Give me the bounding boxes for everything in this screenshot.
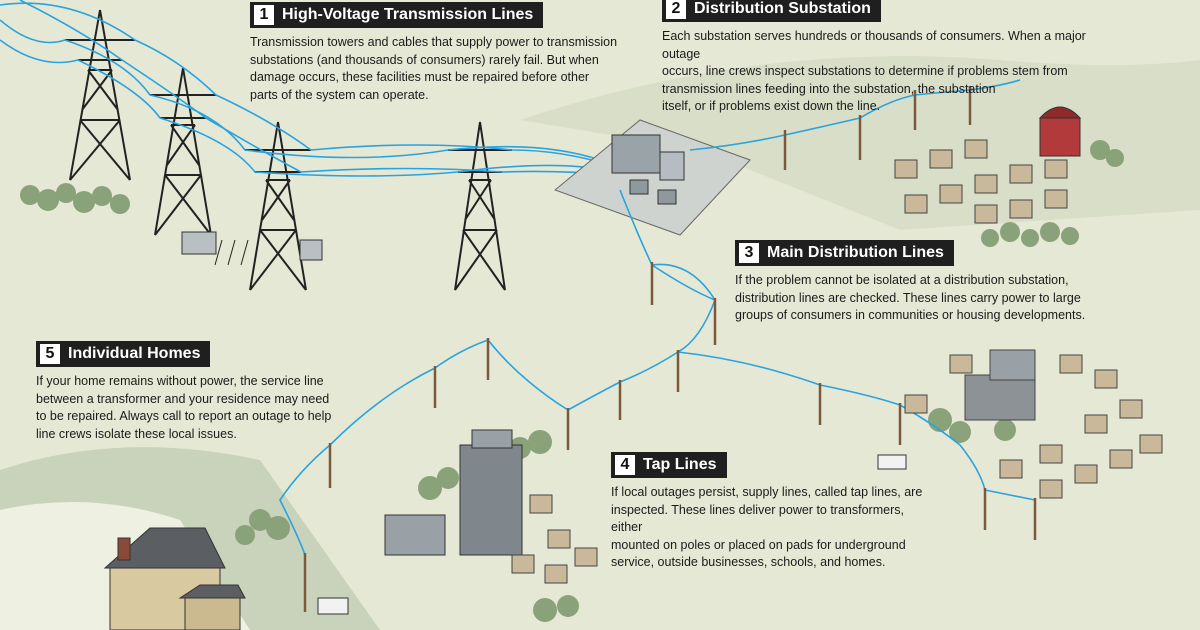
transmission-tower-3 bbox=[245, 121, 311, 291]
callout-title: Tap Lines bbox=[643, 456, 717, 473]
callout-transmission-lines: 1 High-Voltage Transmission Lines Transm… bbox=[250, 2, 620, 104]
callout-line: between a transformer and your residence… bbox=[36, 391, 330, 406]
callout-header: 2 Distribution Substation bbox=[662, 0, 881, 22]
callout-line: inspected. These lines deliver power to … bbox=[611, 502, 904, 535]
callout-body: If local outages persist, supply lines, … bbox=[611, 484, 931, 572]
callout-line: itself, or if problems exist down the li… bbox=[662, 99, 881, 113]
callout-line: distribution lines are checked. These li… bbox=[735, 290, 1081, 305]
callout-title: High-Voltage Transmission Lines bbox=[282, 6, 534, 23]
callout-tap-lines: 4 Tap Lines If local outages persist, su… bbox=[611, 452, 931, 572]
warehouse bbox=[384, 514, 446, 556]
transmission-wires bbox=[0, 0, 613, 177]
callout-header: 4 Tap Lines bbox=[611, 452, 727, 478]
town-buildings bbox=[904, 349, 1163, 499]
step-number: 2 bbox=[666, 0, 686, 19]
callout-line: substations (and thousands of consumers)… bbox=[250, 52, 599, 67]
barn bbox=[1038, 106, 1082, 157]
callout-line: service, outside businesses, schools, an… bbox=[611, 555, 886, 569]
callout-line: damage occurs, these facilities must be … bbox=[250, 70, 590, 84]
callout-line: If local outages persist, supply lines, … bbox=[611, 485, 923, 499]
callout-header: 3 Main Distribution Lines bbox=[735, 240, 954, 266]
substation-equipment bbox=[181, 231, 323, 266]
tap-line-houses bbox=[511, 494, 598, 584]
transmission-tower-4 bbox=[448, 121, 512, 291]
callout-header: 1 High-Voltage Transmission Lines bbox=[250, 2, 544, 28]
callout-individual-homes: 5 Individual Homes If your home remains … bbox=[36, 341, 376, 443]
tree-cluster-village bbox=[981, 140, 1124, 247]
callout-line: Transmission towers and cables that supp… bbox=[250, 35, 618, 49]
transmission-tower-2 bbox=[150, 67, 216, 236]
callout-line: transmission lines feeding into the subs… bbox=[662, 81, 996, 96]
callout-body: Each substation serves hundreds or thous… bbox=[662, 28, 1087, 116]
callout-distribution-substation: 2 Distribution Substation Each substatio… bbox=[662, 0, 1087, 116]
callout-line: line crews isolate these local issues. bbox=[36, 426, 237, 441]
village-houses bbox=[894, 139, 1068, 224]
callout-line: Each substation serves hundreds or thous… bbox=[662, 29, 1086, 61]
callout-body: If the problem cannot be isolated at a d… bbox=[735, 272, 1100, 325]
callout-line: to be repaired. Always call to report an… bbox=[36, 409, 332, 423]
step-number: 5 bbox=[40, 344, 60, 364]
callout-line: If your home remains without power, the … bbox=[36, 374, 324, 388]
callout-title: Main Distribution Lines bbox=[767, 244, 944, 261]
callout-line: If the problem cannot be isolated at a d… bbox=[735, 273, 1069, 287]
callout-line: groups of consumers in communities or ho… bbox=[735, 308, 1086, 322]
callout-line: mounted on poles or placed on pads for u… bbox=[611, 537, 906, 552]
step-number: 1 bbox=[254, 5, 274, 25]
callout-line: parts of the system can operate. bbox=[250, 87, 429, 102]
callout-body: Transmission towers and cables that supp… bbox=[250, 34, 620, 104]
callout-line: occurs, line crews inspect substations t… bbox=[662, 64, 1068, 78]
callout-title: Distribution Substation bbox=[694, 0, 871, 17]
residence bbox=[103, 527, 246, 630]
step-number: 4 bbox=[615, 455, 635, 475]
callout-body: If your home remains without power, the … bbox=[36, 373, 376, 443]
bucket-truck bbox=[317, 454, 907, 615]
office-tower bbox=[459, 429, 523, 556]
transmission-tower-1 bbox=[65, 9, 135, 181]
callout-main-distribution-lines: 3 Main Distribution Lines If the problem… bbox=[735, 240, 1100, 325]
utility-poles bbox=[303, 86, 1037, 612]
callout-header: 5 Individual Homes bbox=[36, 341, 211, 367]
step-number: 3 bbox=[739, 243, 759, 263]
callout-title: Individual Homes bbox=[68, 345, 201, 362]
tree-cluster-left bbox=[20, 183, 130, 214]
